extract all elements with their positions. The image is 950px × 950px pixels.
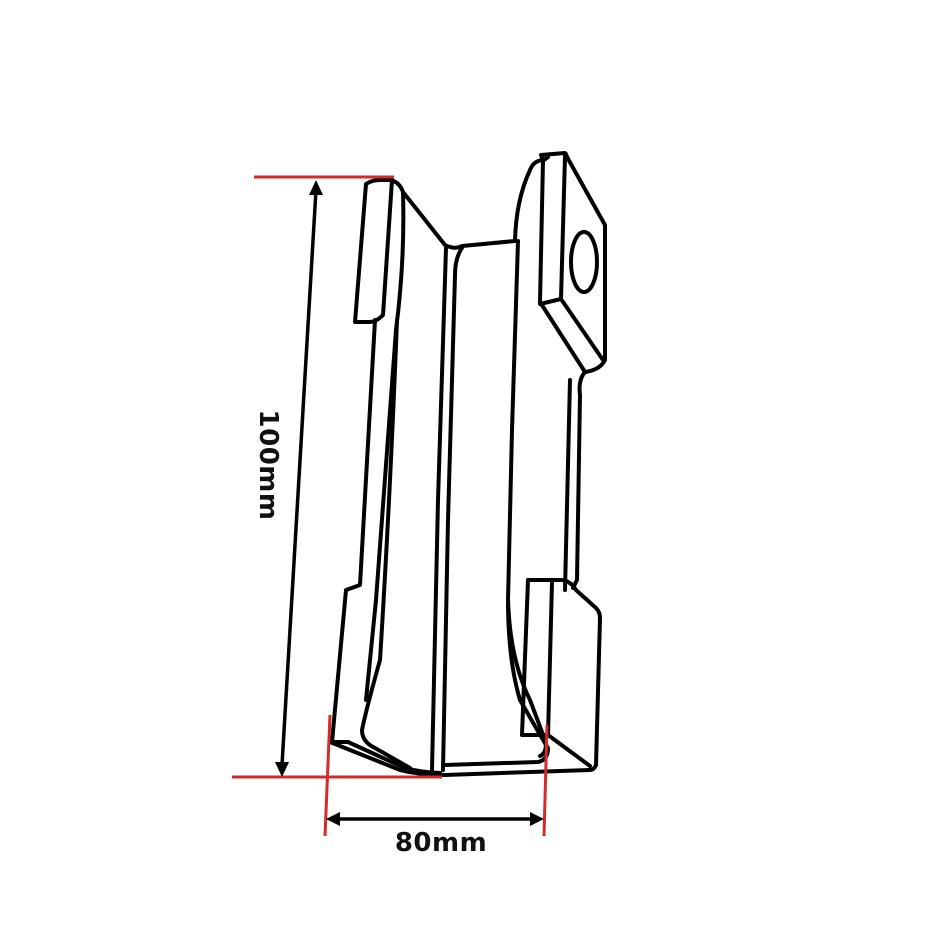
lower-right-flange-edge — [546, 580, 554, 737]
width-dimension — [326, 812, 544, 826]
right-inner-wall — [513, 155, 550, 243]
mounting-tab-fold — [559, 297, 605, 362]
upper-left-flange — [353, 178, 394, 324]
bracket-part — [328, 151, 607, 777]
width-dimension-label: 80mm — [394, 828, 488, 858]
right-wall-inner-edge — [563, 378, 572, 592]
mounting-hole — [569, 230, 599, 294]
center-channel-right — [441, 246, 464, 772]
left-extension-line — [323, 714, 332, 837]
height-dimension-label: 100mm — [253, 409, 283, 521]
right-extension-line — [542, 724, 549, 837]
lower-right-flange — [526, 578, 602, 772]
arrow-up-icon — [309, 180, 323, 195]
left-wall-outer — [364, 177, 406, 702]
bottom-base — [328, 740, 592, 777]
arrow-down-icon — [275, 762, 289, 777]
extension-lines — [232, 175, 549, 837]
height-dimension — [275, 180, 323, 777]
left-wall-body — [330, 318, 377, 744]
center-channel-left — [430, 246, 448, 772]
right-inner-fold — [443, 598, 550, 767]
left-wall-inner — [401, 190, 517, 250]
left-inner-fold — [360, 318, 412, 770]
bottom-base-inner — [346, 740, 442, 775]
lower-right-flange-front — [520, 578, 592, 768]
right-wall — [571, 370, 587, 590]
arrow-left-icon — [326, 812, 340, 826]
height-dimension-line — [280, 189, 318, 766]
arrow-right-icon — [530, 812, 544, 826]
